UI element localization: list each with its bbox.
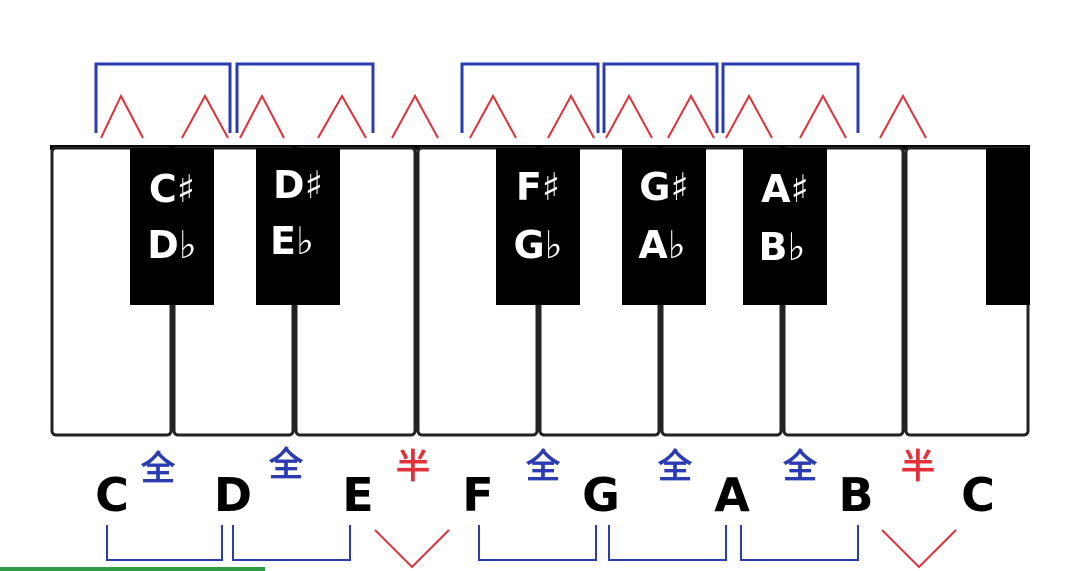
interval-labels: 全 全 半 全 全 全 半 <box>140 445 935 489</box>
note-name: C <box>961 468 995 522</box>
whole-step-label: 全 <box>525 447 561 487</box>
caret-icon <box>100 93 144 139</box>
bracket-icon <box>106 525 223 561</box>
black-key-label-flat: A♭ <box>638 223 685 267</box>
caret-icon <box>391 93 439 139</box>
bracket-icon <box>478 525 597 561</box>
black-key-label-sharp: D♯ <box>273 163 323 207</box>
bottom-whole-step-brackets <box>106 525 859 561</box>
bracket-icon <box>460 62 600 133</box>
black-key-a-sharp[interactable] <box>743 148 827 305</box>
black-key-label-flat: B♭ <box>759 225 806 269</box>
bottom-half-step-marks <box>374 529 957 569</box>
bracket-icon <box>232 525 351 561</box>
note-name: D <box>214 468 252 522</box>
top-step-carets <box>100 93 927 139</box>
caret-icon <box>667 93 715 139</box>
bracket-icon <box>235 62 375 133</box>
black-key-label-sharp: G♯ <box>639 165 689 209</box>
bottom-accent-line <box>0 567 265 571</box>
v-icon <box>881 529 957 569</box>
note-name: B <box>838 468 873 522</box>
white-key-note-names: C D E F G A B C <box>95 468 995 522</box>
note-name: E <box>342 468 373 522</box>
half-step-label: 半 <box>901 447 935 487</box>
note-name: C <box>95 468 129 522</box>
whole-step-label: 全 <box>268 445 304 485</box>
v-icon <box>374 529 450 569</box>
black-key-d-sharp[interactable] <box>256 148 340 305</box>
black-key-f-sharp[interactable] <box>496 148 580 305</box>
caret-icon <box>181 93 229 139</box>
bracket-icon <box>94 62 232 133</box>
caret-icon <box>725 93 773 139</box>
black-keys <box>130 148 1030 305</box>
caret-icon <box>239 93 285 139</box>
black-key-c-sharp[interactable] <box>130 148 214 305</box>
whole-step-label: 全 <box>782 447 818 487</box>
black-key-label-flat: D♭ <box>147 223 196 267</box>
black-key-label-sharp: C♯ <box>149 167 195 211</box>
black-key-g-sharp[interactable] <box>622 148 706 305</box>
caret-icon <box>547 93 595 139</box>
whole-step-label: 全 <box>140 449 176 489</box>
keyboard-top-bar <box>50 145 1030 150</box>
bracket-icon <box>740 525 859 561</box>
caret-icon <box>605 93 653 139</box>
note-name: F <box>462 468 493 522</box>
bracket-icon <box>721 62 860 133</box>
black-key-label-sharp: A♯ <box>761 167 809 211</box>
caret-icon <box>879 93 927 139</box>
black-key-labels: C♯ D♭ D♯ E♭ F♯ G♭ G♯ A♭ A♯ B♭ <box>147 163 809 269</box>
caret-icon <box>317 93 367 139</box>
black-key-label-sharp: F♯ <box>516 165 560 209</box>
caret-icon <box>799 93 847 139</box>
whole-step-label: 全 <box>657 447 693 487</box>
bracket-icon <box>602 62 719 133</box>
note-name: G <box>582 468 620 522</box>
piano-keyboard: C♯ D♭ D♯ E♭ F♯ G♭ G♯ A♭ A♯ B♭ <box>50 145 1030 437</box>
caret-icon <box>469 93 517 139</box>
black-key-label-flat: E♭ <box>270 219 314 263</box>
note-name: A <box>714 468 750 522</box>
top-whole-step-brackets <box>94 62 860 133</box>
black-key-label-flat: G♭ <box>513 223 562 267</box>
half-step-label: 半 <box>396 447 430 487</box>
bracket-icon <box>608 525 727 561</box>
black-key-partial[interactable] <box>986 148 1030 305</box>
